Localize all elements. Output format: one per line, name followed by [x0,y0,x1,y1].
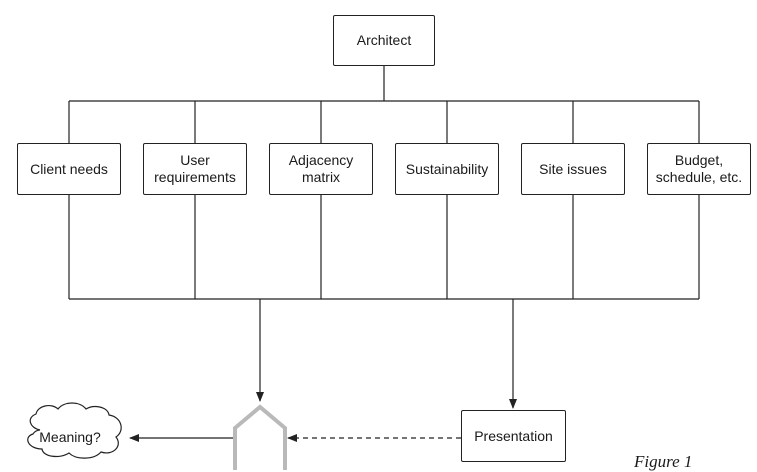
house-icon [233,404,287,470]
presentation-label: Presentation [474,427,553,444]
presentation-box: Presentation [461,410,566,462]
input-label-user-requirements: User requirements [154,152,236,185]
figure-caption: Figure 1 [634,452,693,471]
meaning-label: Meaning? [39,429,101,445]
input-label-sustainability: Sustainability [405,160,489,177]
input-label-client-needs: Client needs [30,160,108,177]
input-label-site-issues: Site issues [539,160,607,177]
input-box-adjacency-matrix: Adjacency matrix [269,143,373,195]
input-box-client-needs: Client needs [17,143,121,195]
input-box-site-issues: Site issues [521,143,625,195]
input-label-budget-schedule: Budget, schedule, etc. [655,152,743,185]
architect-label: Architect [356,32,412,48]
input-box-budget-schedule: Budget, schedule, etc. [647,143,751,195]
input-label-adjacency-matrix: Adjacency matrix [288,152,354,185]
input-box-sustainability: Sustainability [395,143,499,195]
input-box-user-requirements: User requirements [143,143,247,195]
thought-cloud-icon [27,402,122,459]
architect-box: Architect [333,15,435,66]
